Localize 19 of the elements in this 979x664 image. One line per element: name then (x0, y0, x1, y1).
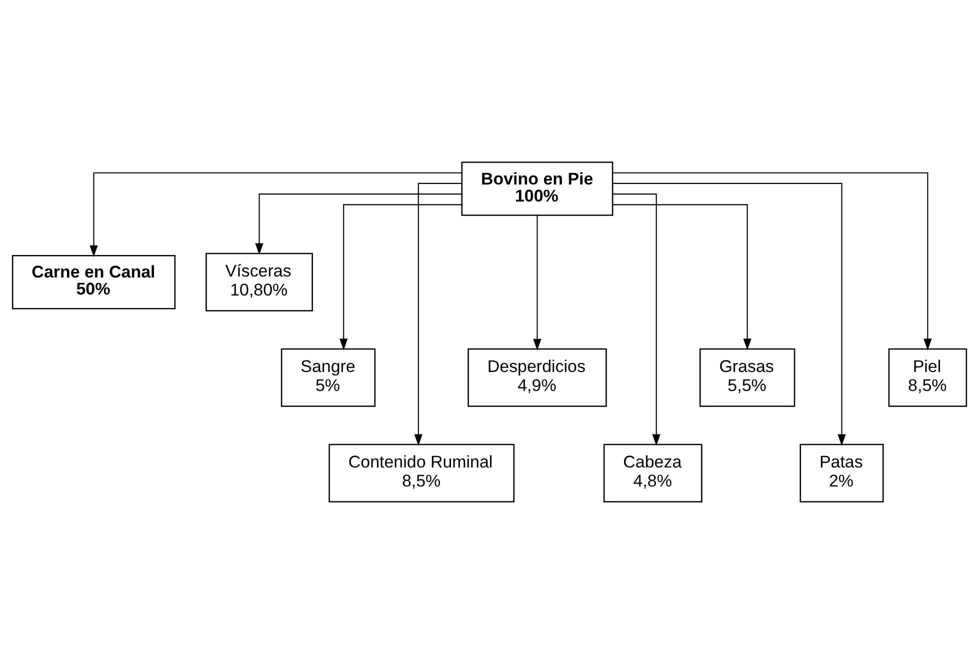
node-box: Desperdicios 4,9% (468, 348, 607, 407)
node-box: Sangre 5% (280, 348, 376, 407)
arrow (533, 215, 542, 351)
node-box: Carne en Canal 50% (12, 254, 176, 310)
node-box: Piel 8,5% (888, 348, 968, 407)
node-box: Cabeza 4,8% (603, 444, 702, 502)
node-box: Bovino en Pie 100% (461, 162, 614, 216)
node-box: Grasas 5,5% (699, 348, 796, 407)
arrow (612, 182, 846, 446)
arrow (340, 204, 462, 350)
node-box: Patas 2% (800, 444, 884, 502)
arrow (90, 172, 462, 257)
node-box: Vísceras 10,80% (206, 252, 313, 312)
arrow (612, 194, 660, 446)
arrow (612, 204, 752, 350)
node-box: Contenido Ruminal 8,5% (328, 444, 515, 502)
arrow (612, 172, 932, 350)
arrow (255, 194, 462, 255)
arrow (414, 182, 462, 446)
